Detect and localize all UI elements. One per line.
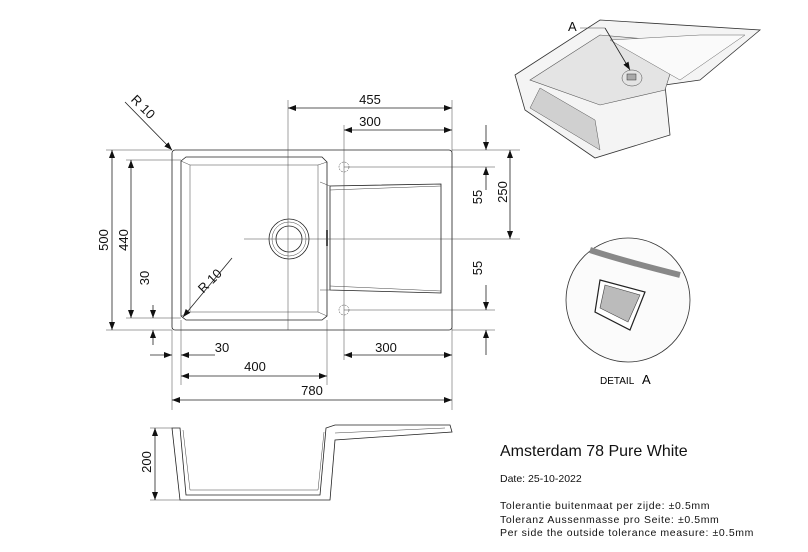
- tolerance-en: Per side the outside tolerance measure: …: [500, 527, 754, 539]
- detail-label: DETAIL: [600, 376, 635, 387]
- drainboard-outline: [329, 183, 442, 294]
- dim-250: 250: [495, 181, 510, 203]
- tolerance-de: Toleranz Aussenmasse pro Seite: ±0.5mm: [500, 513, 720, 526]
- product-title: Amsterdam 78 Pure White: [500, 443, 688, 460]
- dim-30-bottom: 30: [215, 340, 229, 355]
- top-view: [106, 100, 520, 410]
- dim-55-top: 55: [470, 190, 485, 204]
- drawing-date: Date: 25-10-2022: [500, 473, 582, 485]
- dim-r-outer: R 10: [128, 92, 158, 122]
- dim-300-top: 300: [359, 114, 381, 129]
- dim-455: 455: [359, 92, 381, 107]
- side-section-view: [150, 424, 453, 501]
- dim-780: 780: [301, 383, 323, 398]
- dim-200: 200: [139, 451, 154, 473]
- dim-r-inner: R 10: [195, 266, 225, 296]
- sink-outline: [171, 149, 453, 331]
- dim-400: 400: [244, 359, 266, 374]
- dim-55-bottom: 55: [470, 261, 485, 275]
- dim-440: 440: [116, 229, 131, 251]
- dim-30-left: 30: [137, 271, 152, 285]
- tolerance-nl: Tolerantie buitenmaat per zijde: ±0.5mm: [500, 500, 711, 512]
- dim-300-bottom: 300: [375, 340, 397, 355]
- detail-callout: A: [568, 19, 577, 34]
- isometric-view: [514, 19, 762, 159]
- detail-a-view: [565, 237, 691, 363]
- dim-500: 500: [96, 229, 111, 251]
- detail-label-letter: A: [642, 372, 651, 387]
- bowl-outline: [180, 156, 328, 321]
